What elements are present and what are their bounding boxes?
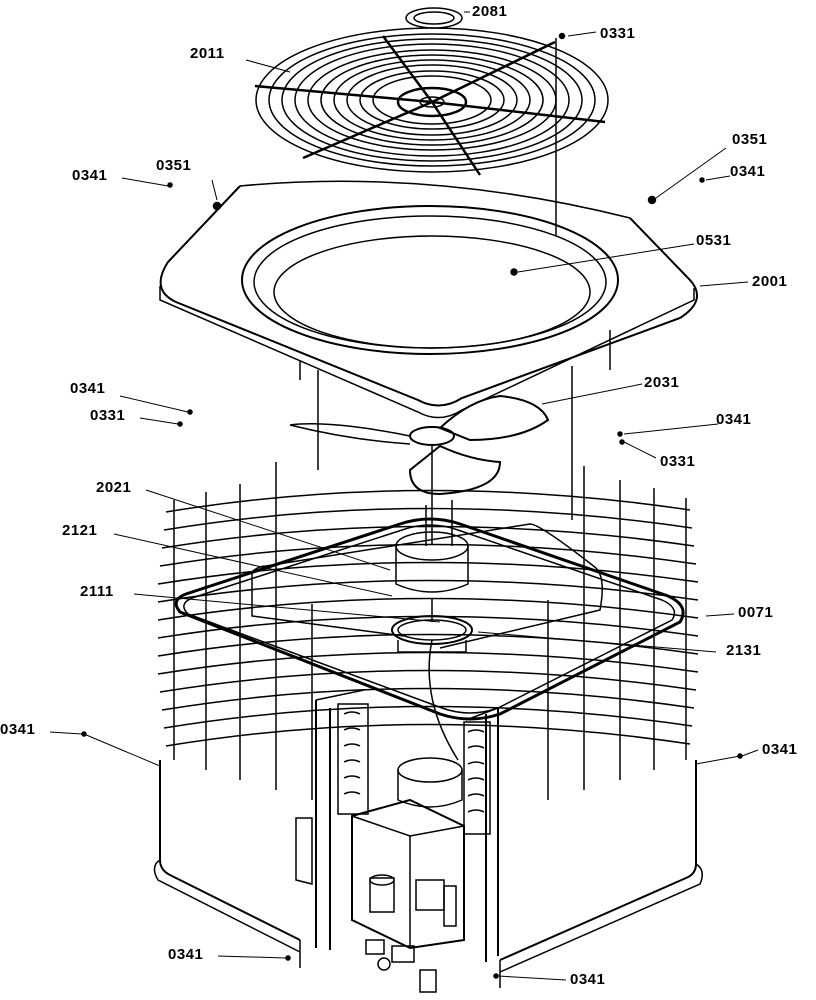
corner-post-left: [315, 689, 365, 950]
callout-2081: 2081: [472, 3, 508, 20]
callout-0341-bottom-left: 0341: [168, 946, 204, 963]
callout-2011: 2011: [190, 45, 225, 62]
callout-2001: 2001: [752, 273, 788, 290]
callout-0071: 0071: [738, 604, 774, 621]
cabinet-wrapper: [153, 760, 703, 988]
callout-0341-right-top: 0341: [730, 163, 766, 180]
callout-2131: 2131: [726, 642, 762, 659]
coil-header: [337, 703, 491, 835]
callout-0331-left-mid: 0331: [90, 407, 126, 424]
callout-0341-left-low: 0341: [0, 721, 36, 738]
callout-2111: 2111: [80, 583, 114, 600]
guard-cap: [405, 7, 463, 29]
callout-0531: 0531: [696, 232, 732, 249]
small-fasteners: [81, 32, 743, 979]
condenser-coil: [157, 462, 699, 800]
callout-2021: 2021: [96, 479, 132, 496]
callout-0341-left-top: 0341: [72, 167, 108, 184]
control-box: [295, 798, 465, 950]
callout-0341-right-mid: 0341: [716, 411, 752, 428]
callout-0351-left: 0351: [156, 157, 192, 174]
fan-blade: [289, 394, 550, 545]
fan-motor: [395, 531, 469, 622]
callout-0331-right-mid: 0331: [660, 453, 696, 470]
fan-guard: [254, 27, 609, 176]
callout-0341-right-low: 0341: [762, 741, 798, 758]
top-cover: [159, 180, 699, 419]
callout-0341-left-mid: 0341: [70, 380, 106, 397]
corner-post-right: [465, 707, 499, 962]
callout-0331-top: 0331: [600, 25, 636, 42]
compressor: [397, 639, 463, 808]
callout-0341-bottom-right: 0341: [570, 971, 606, 988]
callout-0351-right: 0351: [732, 131, 768, 148]
leader-lines: [49, 11, 759, 981]
bottom-fittings: [365, 939, 437, 993]
base-ring: [174, 517, 685, 721]
callout-2031: 2031: [644, 374, 680, 391]
callout-2121: 2121: [62, 522, 98, 539]
